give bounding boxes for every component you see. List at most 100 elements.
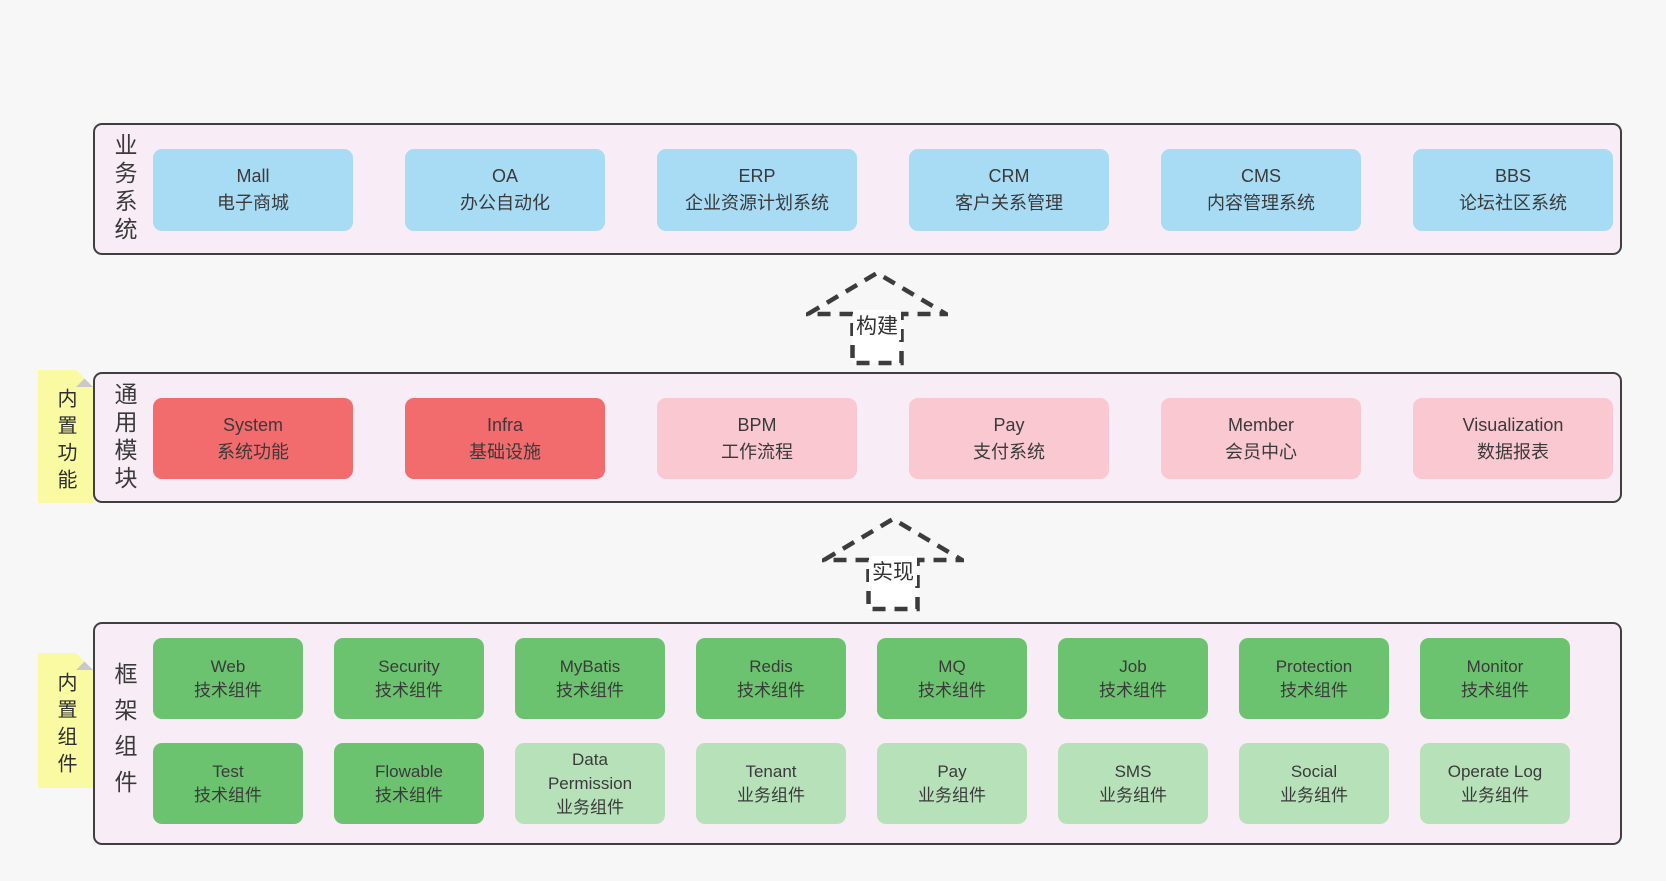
box-subtitle: 技术组件 — [375, 785, 443, 805]
box-pay-component: Pay 业务组件 — [877, 743, 1027, 824]
arrow-implement: 实现 — [822, 516, 964, 612]
box-subtitle: 基础设施 — [469, 441, 541, 462]
box-title: Data Permission — [547, 749, 633, 793]
layer-label: 通用模块 — [111, 381, 137, 494]
sticky-note-built-in-features: 内置功能 — [38, 370, 93, 503]
box-row: Web 技术组件 Security 技术组件 MyBatis 技术组件 Redi… — [153, 638, 1570, 719]
box-title: System — [222, 414, 283, 435]
box-subtitle: 企业资源计划系统 — [685, 193, 829, 213]
box-title: Protection — [1275, 656, 1353, 676]
box-subtitle: 技术组件 — [194, 785, 262, 805]
box-title: Visualization — [1462, 414, 1564, 435]
box-subtitle: 业务组件 — [918, 785, 986, 805]
box-tenant: Tenant 业务组件 — [696, 743, 846, 824]
box-visualization: Visualization 数据报表 — [1413, 398, 1613, 479]
box-web: Web 技术组件 — [153, 638, 303, 719]
box-title: Test — [212, 761, 244, 781]
box-subtitle: 业务组件 — [556, 797, 624, 817]
box-subtitle: 办公自动化 — [460, 193, 550, 213]
box-title: CMS — [1241, 166, 1281, 186]
box-title: OA — [491, 166, 518, 186]
box-row: Mall 电子商城 OA 办公自动化 ERP 企业资源计划系统 CRM 客户关系… — [153, 149, 1613, 231]
box-title: Pay — [993, 414, 1025, 435]
box-test: Test 技术组件 — [153, 743, 303, 824]
box-row: Test 技术组件 Flowable 技术组件 Data Permission … — [153, 743, 1570, 824]
box-subtitle: 系统功能 — [217, 441, 289, 462]
box-title: Infra — [486, 414, 524, 435]
box-subtitle: 内容管理系统 — [1207, 193, 1315, 213]
folded-corner-icon — [76, 653, 93, 670]
box-subtitle: 技术组件 — [556, 680, 624, 700]
box-bpm: BPM 工作流程 — [657, 398, 857, 479]
box-title: Job — [1119, 656, 1147, 676]
box-title: Web — [210, 656, 246, 676]
box-bbs: BBS 论坛社区系统 — [1413, 149, 1613, 231]
box-infra: Infra 基础设施 — [405, 398, 605, 479]
box-title: BBS — [1494, 166, 1532, 186]
box-title: ERP — [738, 166, 776, 186]
box-oa: OA 办公自动化 — [405, 149, 605, 231]
box-job: Job 技术组件 — [1058, 638, 1208, 719]
box-monitor: Monitor 技术组件 — [1420, 638, 1570, 719]
box-subtitle: 论坛社区系统 — [1459, 193, 1567, 213]
box-subtitle: 工作流程 — [721, 441, 793, 462]
box-operate-log: Operate Log 业务组件 — [1420, 743, 1570, 824]
box-system: System 系统功能 — [153, 398, 353, 479]
box-security: Security 技术组件 — [334, 638, 484, 719]
arrow-label: 实现 — [869, 556, 917, 586]
box-subtitle: 支付系统 — [973, 441, 1045, 462]
box-subtitle: 技术组件 — [918, 680, 986, 700]
box-subtitle: 技术组件 — [194, 680, 262, 700]
box-subtitle: 技术组件 — [1280, 680, 1348, 700]
arrow-build: 构建 — [806, 270, 948, 366]
layer-common-modules: 通用模块 System 系统功能 Infra 基础设施 BPM 工作流程 Pay… — [93, 372, 1622, 503]
box-title: BPM — [737, 414, 777, 435]
layer-business-systems: 业务系统 Mall 电子商城 OA 办公自动化 ERP 企业资源计划系统 CRM… — [93, 123, 1622, 255]
box-mall: Mall 电子商城 — [153, 149, 353, 231]
box-subtitle: 技术组件 — [1099, 680, 1167, 700]
layer-framework-components: 框架组件 Web 技术组件 Security 技术组件 MyBatis 技术组件… — [93, 622, 1622, 845]
box-title: MyBatis — [559, 656, 621, 676]
box-subtitle: 会员中心 — [1225, 441, 1297, 462]
box-title: CRM — [988, 166, 1030, 186]
box-member: Member 会员中心 — [1161, 398, 1361, 479]
box-subtitle: 技术组件 — [375, 680, 443, 700]
folded-corner-icon — [76, 370, 93, 387]
box-flowable: Flowable 技术组件 — [334, 743, 484, 824]
box-title: Pay — [937, 761, 967, 781]
box-title: MQ — [938, 656, 966, 676]
sticky-note-text: 内置功能 — [54, 387, 76, 496]
box-row: System 系统功能 Infra 基础设施 BPM 工作流程 Pay 支付系统… — [153, 398, 1613, 479]
box-cms: CMS 内容管理系统 — [1161, 149, 1361, 231]
sticky-note-text: 内置组件 — [54, 671, 76, 780]
box-data-permission: Data Permission 业务组件 — [515, 743, 665, 824]
layer-label: 业务系统 — [111, 133, 137, 245]
box-redis: Redis 技术组件 — [696, 638, 846, 719]
box-subtitle: 业务组件 — [737, 785, 805, 805]
box-title: Social — [1290, 761, 1338, 781]
sticky-note-built-in-components: 内置组件 — [38, 653, 93, 788]
box-subtitle: 电子商城 — [217, 193, 289, 213]
box-protection: Protection 技术组件 — [1239, 638, 1389, 719]
box-title: Flowable — [374, 761, 444, 781]
box-title: Operate Log — [1447, 761, 1543, 781]
box-title: SMS — [1114, 761, 1152, 781]
box-subtitle: 业务组件 — [1461, 785, 1529, 805]
box-title: Monitor — [1466, 656, 1524, 676]
box-title: Tenant — [745, 761, 797, 781]
box-subtitle: 数据报表 — [1477, 441, 1549, 462]
layer-label: 框架组件 — [111, 661, 137, 806]
box-title: Mall — [236, 166, 270, 186]
box-subtitle: 客户关系管理 — [955, 193, 1063, 213]
box-subtitle: 技术组件 — [737, 680, 805, 700]
box-title: Member — [1227, 414, 1294, 435]
box-pay-system: Pay 支付系统 — [909, 398, 1109, 479]
box-mq: MQ 技术组件 — [877, 638, 1027, 719]
box-erp: ERP 企业资源计划系统 — [657, 149, 857, 231]
arrow-label: 构建 — [853, 310, 901, 340]
box-title: Security — [378, 656, 440, 676]
box-subtitle: 业务组件 — [1099, 785, 1167, 805]
box-sms: SMS 业务组件 — [1058, 743, 1208, 824]
box-subtitle: 技术组件 — [1461, 680, 1529, 700]
